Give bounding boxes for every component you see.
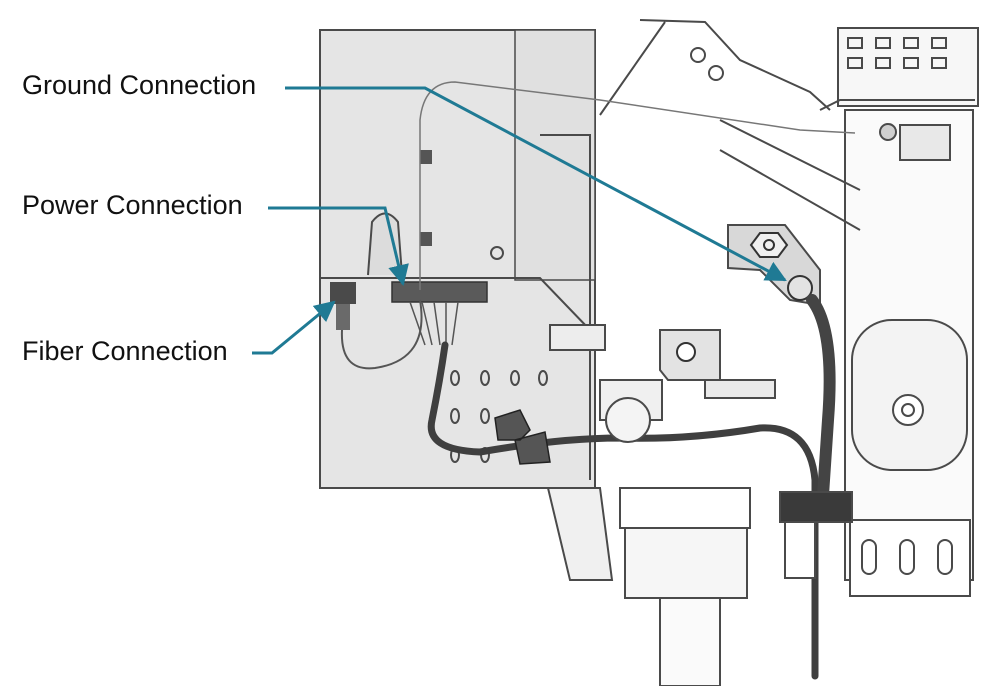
mounting-bracket bbox=[599, 19, 979, 597]
fiber-connection-label: Fiber Connection bbox=[22, 336, 228, 366]
enclosure-panel bbox=[319, 29, 606, 489]
leader-lines bbox=[252, 86, 787, 355]
power-leader bbox=[268, 206, 409, 287]
power-connection-label: Power Connection bbox=[22, 190, 243, 220]
power-cable bbox=[427, 341, 819, 680]
power-connector bbox=[367, 212, 488, 346]
cable-clip bbox=[494, 409, 551, 465]
fiber-connector bbox=[330, 282, 423, 370]
ground-wire bbox=[419, 81, 856, 290]
ground-lug bbox=[659, 224, 821, 381]
conduit-fittings bbox=[546, 379, 853, 686]
ground-connection-label: Ground Connection bbox=[22, 70, 257, 100]
fiber-leader bbox=[252, 300, 336, 355]
ground-leader bbox=[285, 86, 787, 282]
ground-cable bbox=[806, 294, 836, 516]
